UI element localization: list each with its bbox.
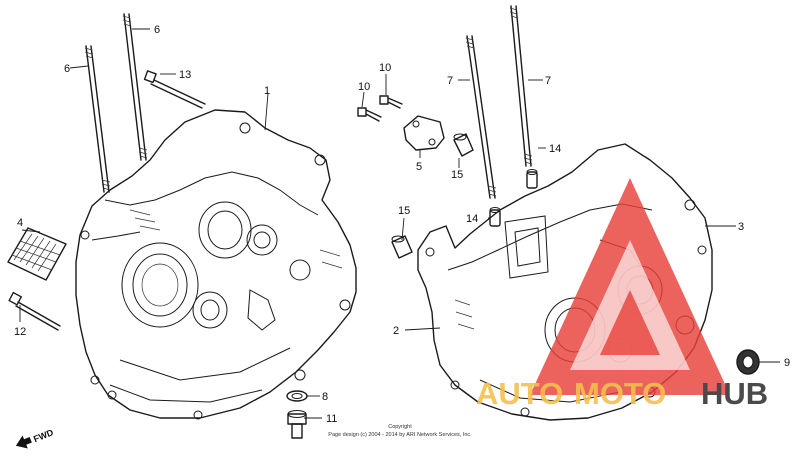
bolt-13 — [143, 70, 206, 109]
stud-bolt-7-rear — [509, 5, 533, 167]
dowel-pin-14-upper — [526, 169, 538, 189]
copyright-line-1: Copyright — [388, 424, 412, 430]
callout-14-lower: 14 — [466, 213, 478, 225]
fwd-label: FWD — [32, 427, 55, 444]
stud-bolt-7-front — [465, 35, 497, 199]
callout-8: 8 — [322, 391, 328, 403]
plate-5 — [403, 115, 445, 151]
callout-labels: 1 2 3 4 5 6 6 7 7 8 9 10 10 11 12 13 14 … — [14, 24, 790, 425]
dowel-pin-15-upper — [453, 133, 474, 157]
drain-bolt-11 — [287, 410, 307, 439]
callout-15-lower: 15 — [398, 205, 410, 217]
callout-5: 5 — [416, 161, 422, 173]
copyright-notice: Copyright Page design (c) 2004 - 2014 by… — [328, 424, 472, 438]
callout-12: 12 — [14, 326, 26, 338]
leader-lines — [19, 28, 780, 419]
callout-10-right: 10 — [379, 62, 391, 74]
callout-7-front: 7 — [447, 75, 453, 87]
callout-4: 4 — [17, 217, 23, 229]
callout-2: 2 — [393, 325, 399, 337]
callout-6-front: 6 — [64, 63, 70, 75]
stud-bolt-6-front — [84, 45, 111, 193]
forward-arrow-icon — [15, 435, 32, 449]
callout-1: 1 — [264, 85, 270, 97]
stud-bolt-6-rear — [122, 13, 148, 161]
bolt-10-left — [357, 107, 382, 122]
oil-seal-9 — [736, 349, 760, 375]
callout-9: 9 — [784, 357, 790, 369]
bolt-12 — [8, 291, 61, 331]
callout-11: 11 — [326, 413, 337, 425]
copyright-line-2: Page design (c) 2004 - 2014 by ARI Netwo… — [328, 432, 472, 438]
oil-screen-4 — [7, 227, 67, 281]
washer-8 — [286, 390, 308, 402]
callout-10-left: 10 — [358, 81, 370, 93]
forward-direction-indicator: FWD — [15, 427, 55, 449]
callout-15-upper: 15 — [451, 169, 463, 181]
callout-3: 3 — [738, 221, 744, 233]
dowel-pin-15-lower — [391, 235, 413, 259]
callout-14-upper: 14 — [549, 143, 561, 155]
callout-13: 13 — [179, 69, 191, 81]
watermark-logo: AUTO MOTO HUB — [476, 178, 768, 411]
callout-6-rear: 6 — [154, 24, 160, 36]
callout-7-rear: 7 — [545, 75, 551, 87]
watermark-hub: HUB — [701, 376, 768, 411]
watermark-moto: MOTO — [574, 376, 666, 411]
left-crankcase — [75, 109, 357, 420]
bolt-10-right — [379, 95, 403, 109]
watermark-auto: AUTO — [476, 376, 563, 411]
